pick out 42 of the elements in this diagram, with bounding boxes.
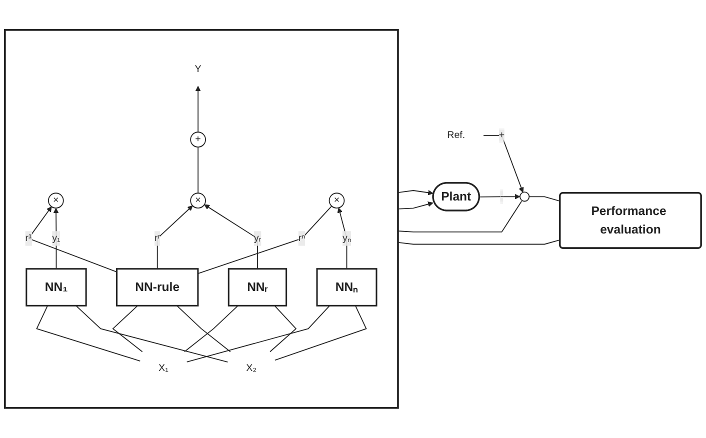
edge-label: r¹ <box>25 233 32 244</box>
connector <box>176 305 231 352</box>
connector <box>76 305 228 363</box>
arrow <box>156 206 193 270</box>
node-box: NNₙ <box>316 268 378 307</box>
node-circle: × <box>190 192 206 209</box>
node-circle: × <box>328 192 345 209</box>
node-circle: × <box>48 192 64 209</box>
node-box: NNᵣ <box>228 268 288 307</box>
edge-label: y₁ <box>52 233 60 244</box>
arrow <box>337 208 348 270</box>
connector <box>398 200 522 232</box>
connector <box>198 146 199 194</box>
node-box: NN-rule <box>116 268 199 307</box>
edge-label: yᵣ <box>254 233 262 244</box>
node-circle: + <box>190 132 206 148</box>
connector <box>528 196 561 202</box>
node-text: X₁ <box>158 362 168 374</box>
arrow <box>53 208 59 270</box>
connector <box>184 305 238 352</box>
connector <box>36 305 141 362</box>
edge-label: rʳ <box>154 233 160 244</box>
cluster <box>4 29 399 409</box>
arrow <box>398 202 434 210</box>
arrow <box>483 135 524 193</box>
node-text: Ref. <box>447 130 466 141</box>
edge-label: + <box>498 130 505 141</box>
node-text: X₂ <box>246 362 257 374</box>
edge-label: rⁿ <box>298 233 306 244</box>
connector <box>274 305 367 361</box>
edge-label: - <box>500 191 504 202</box>
edge-label: yₙ <box>342 233 352 244</box>
node-circle <box>520 192 530 202</box>
node-box: NN₁ <box>26 268 87 307</box>
connector <box>398 240 560 245</box>
arrow <box>195 86 201 133</box>
arrow <box>479 194 520 200</box>
arrow <box>398 190 434 196</box>
node-text: Y <box>194 64 202 75</box>
connector <box>186 305 330 362</box>
connector <box>197 206 332 274</box>
arrow <box>204 204 258 270</box>
